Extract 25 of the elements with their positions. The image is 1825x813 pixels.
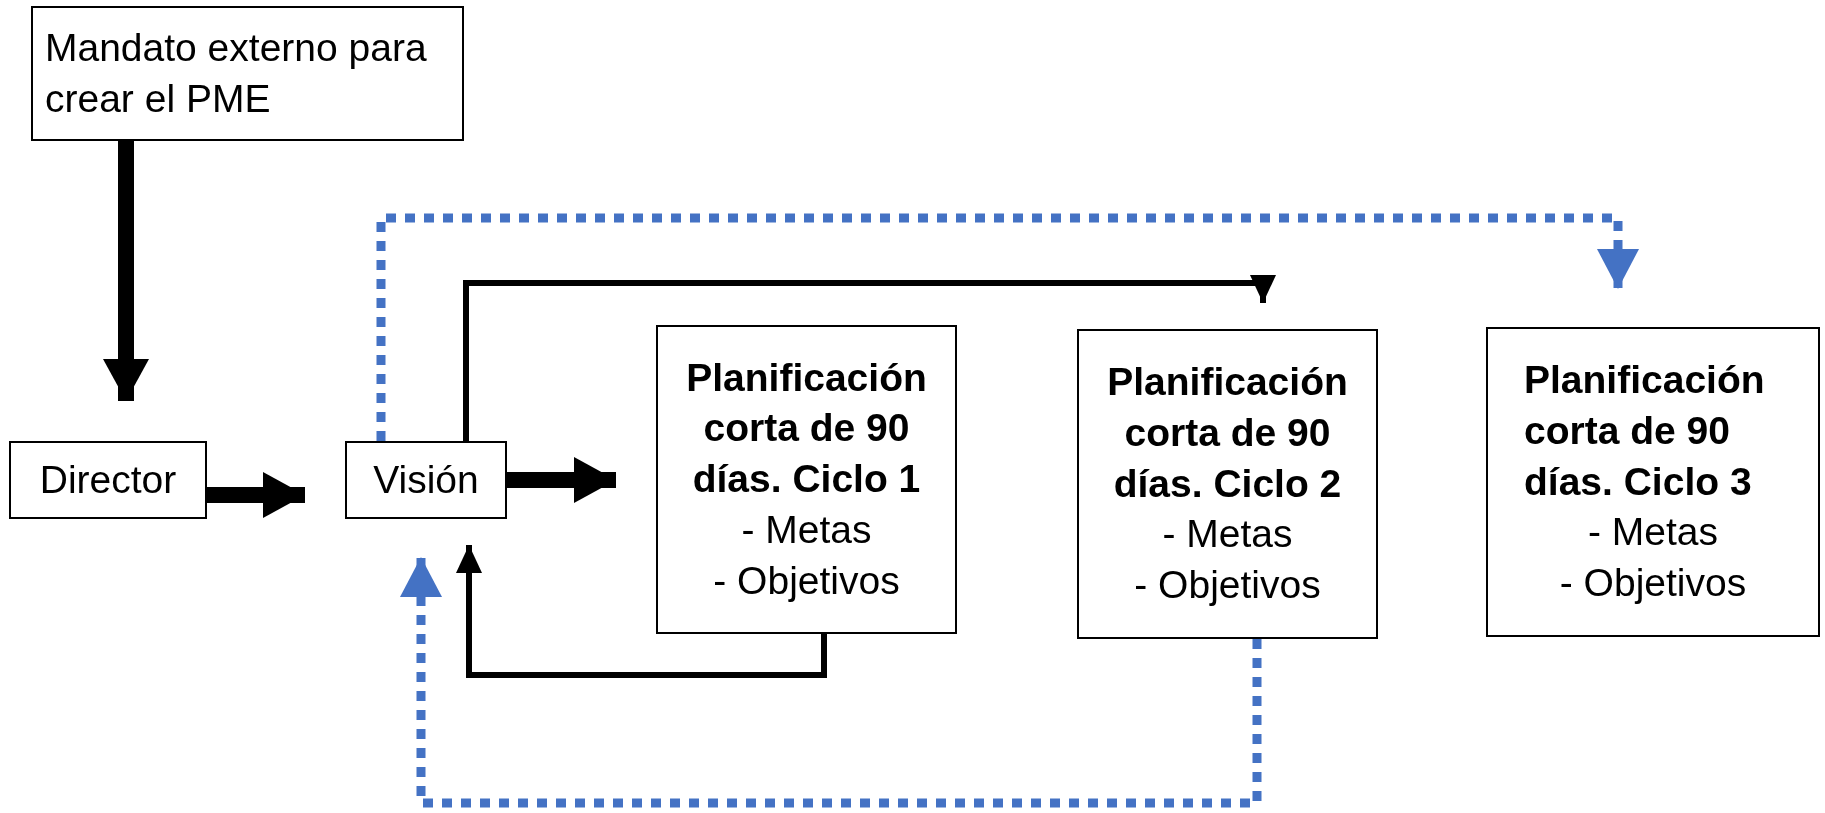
arrow xyxy=(207,472,305,518)
box-text: - Metas xyxy=(1588,509,1718,556)
box-text: Director xyxy=(39,456,177,503)
text-box xyxy=(9,441,207,519)
dotted-arrow xyxy=(376,213,1639,441)
arrow xyxy=(103,141,149,401)
box-heading: Planificación corta de 90 días. Ciclo 1 xyxy=(685,354,928,503)
arrow xyxy=(507,457,616,503)
text-box xyxy=(1077,329,1378,639)
box-text: Visión xyxy=(373,456,479,503)
box-text: - Objetivos xyxy=(713,557,900,604)
text-box xyxy=(345,441,507,519)
box-text: - Metas xyxy=(1162,511,1293,558)
box-text: - Objetivos xyxy=(1134,562,1321,609)
text-box xyxy=(1486,327,1820,637)
arrow xyxy=(456,545,827,678)
box-heading: Planificación corta de 90 días. Ciclo 3 xyxy=(1524,357,1766,505)
arrow xyxy=(463,275,1276,441)
dotted-arrow xyxy=(400,557,1262,808)
box-text: - Objetivos xyxy=(1559,560,1747,607)
box-text: - Metas xyxy=(741,506,872,553)
box-heading: Planificación corta de 90 días. Ciclo 2 xyxy=(1106,359,1349,507)
box-text: Mandato externo para crear el PME xyxy=(45,24,428,122)
text-box xyxy=(31,6,464,141)
text-box xyxy=(656,325,957,634)
